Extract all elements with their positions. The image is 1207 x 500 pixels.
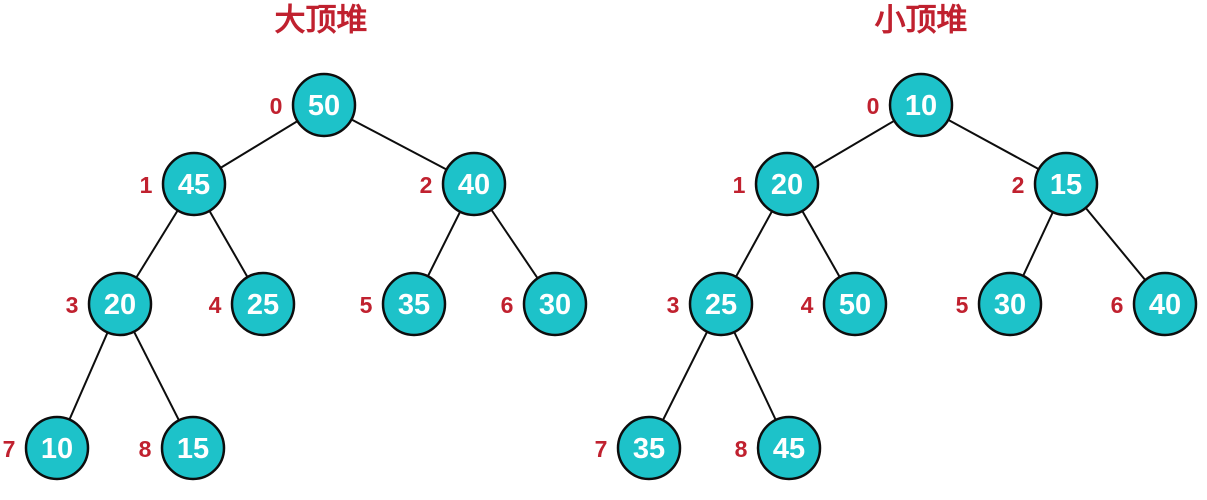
node-circle bbox=[522, 271, 588, 337]
node-index-label: 3 bbox=[667, 292, 680, 318]
heap-node: 20 3 bbox=[66, 271, 153, 337]
heap-node: 45 1 bbox=[140, 151, 227, 217]
node-index-label: 6 bbox=[501, 292, 514, 318]
heap-node: 35 7 bbox=[595, 415, 682, 481]
node-circle bbox=[160, 415, 226, 481]
node-index-label: 1 bbox=[140, 172, 153, 198]
node-index-label: 2 bbox=[420, 172, 433, 198]
node-value: 45 bbox=[178, 169, 210, 201]
tree-max-heap: 大顶堆 50 0 45 1 40 2 20 3 25 4 35 5 30 6 10 7 15 8 bbox=[3, 3, 588, 481]
node-value: 30 bbox=[539, 289, 571, 321]
node-index-label: 0 bbox=[270, 93, 283, 119]
tree-min-heap: 小顶堆 10 0 20 1 15 2 25 3 50 4 30 5 40 6 35 7 45 8 bbox=[595, 3, 1198, 481]
node-value: 10 bbox=[905, 90, 937, 122]
node-index-label: 5 bbox=[956, 292, 969, 318]
node-value: 40 bbox=[1149, 289, 1181, 321]
node-value: 40 bbox=[458, 169, 490, 201]
node-circle bbox=[230, 271, 296, 337]
heap-node: 40 2 bbox=[420, 151, 507, 217]
heap-node: 50 0 bbox=[270, 72, 357, 138]
heap-node: 25 4 bbox=[209, 271, 296, 337]
heap-node: 25 3 bbox=[667, 271, 754, 337]
node-value: 25 bbox=[705, 289, 737, 321]
node-value: 35 bbox=[398, 289, 430, 321]
node-index-label: 3 bbox=[66, 292, 79, 318]
heap-node: 40 6 bbox=[1111, 271, 1198, 337]
node-value: 20 bbox=[104, 289, 136, 321]
node-value: 10 bbox=[41, 433, 73, 465]
tree-title: 大顶堆 bbox=[275, 3, 368, 38]
heap-node: 15 8 bbox=[139, 415, 226, 481]
node-index-label: 8 bbox=[139, 436, 152, 462]
node-index-label: 6 bbox=[1111, 292, 1124, 318]
node-circle bbox=[441, 151, 507, 217]
node-index-label: 8 bbox=[735, 436, 748, 462]
node-circle bbox=[756, 415, 822, 481]
node-circle bbox=[977, 271, 1043, 337]
node-index-label: 2 bbox=[1012, 172, 1025, 198]
heap-node: 35 5 bbox=[360, 271, 447, 337]
node-value: 45 bbox=[773, 433, 805, 465]
node-circle bbox=[888, 72, 954, 138]
node-value: 15 bbox=[1050, 169, 1082, 201]
heap-node: 30 5 bbox=[956, 271, 1043, 337]
node-circle bbox=[161, 151, 227, 217]
node-circle bbox=[616, 415, 682, 481]
node-value: 50 bbox=[839, 289, 871, 321]
node-circle bbox=[688, 271, 754, 337]
node-index-label: 1 bbox=[733, 172, 746, 198]
node-index-label: 4 bbox=[209, 292, 222, 318]
heap-node: 20 1 bbox=[733, 151, 820, 217]
node-index-label: 7 bbox=[3, 436, 16, 462]
node-value: 50 bbox=[308, 90, 340, 122]
node-value: 20 bbox=[771, 169, 803, 201]
heap-node: 10 0 bbox=[867, 72, 954, 138]
node-circle bbox=[87, 271, 153, 337]
node-index-label: 7 bbox=[595, 436, 608, 462]
node-index-label: 4 bbox=[801, 292, 814, 318]
tree-title: 小顶堆 bbox=[875, 3, 968, 38]
node-circle bbox=[1132, 271, 1198, 337]
node-circle bbox=[822, 271, 888, 337]
heap-node: 15 2 bbox=[1012, 151, 1099, 217]
node-index-label: 5 bbox=[360, 292, 373, 318]
node-value: 25 bbox=[247, 289, 279, 321]
node-index-label: 0 bbox=[867, 93, 880, 119]
heap-node: 10 7 bbox=[3, 415, 90, 481]
node-circle bbox=[291, 72, 357, 138]
node-circle bbox=[1033, 151, 1099, 217]
heap-node: 45 8 bbox=[735, 415, 822, 481]
node-circle bbox=[754, 151, 820, 217]
heap-node: 30 6 bbox=[501, 271, 588, 337]
node-value: 30 bbox=[994, 289, 1026, 321]
heap-node: 50 4 bbox=[801, 271, 888, 337]
node-circle bbox=[24, 415, 90, 481]
node-value: 15 bbox=[177, 433, 209, 465]
node-circle bbox=[381, 271, 447, 337]
node-value: 35 bbox=[633, 433, 665, 465]
